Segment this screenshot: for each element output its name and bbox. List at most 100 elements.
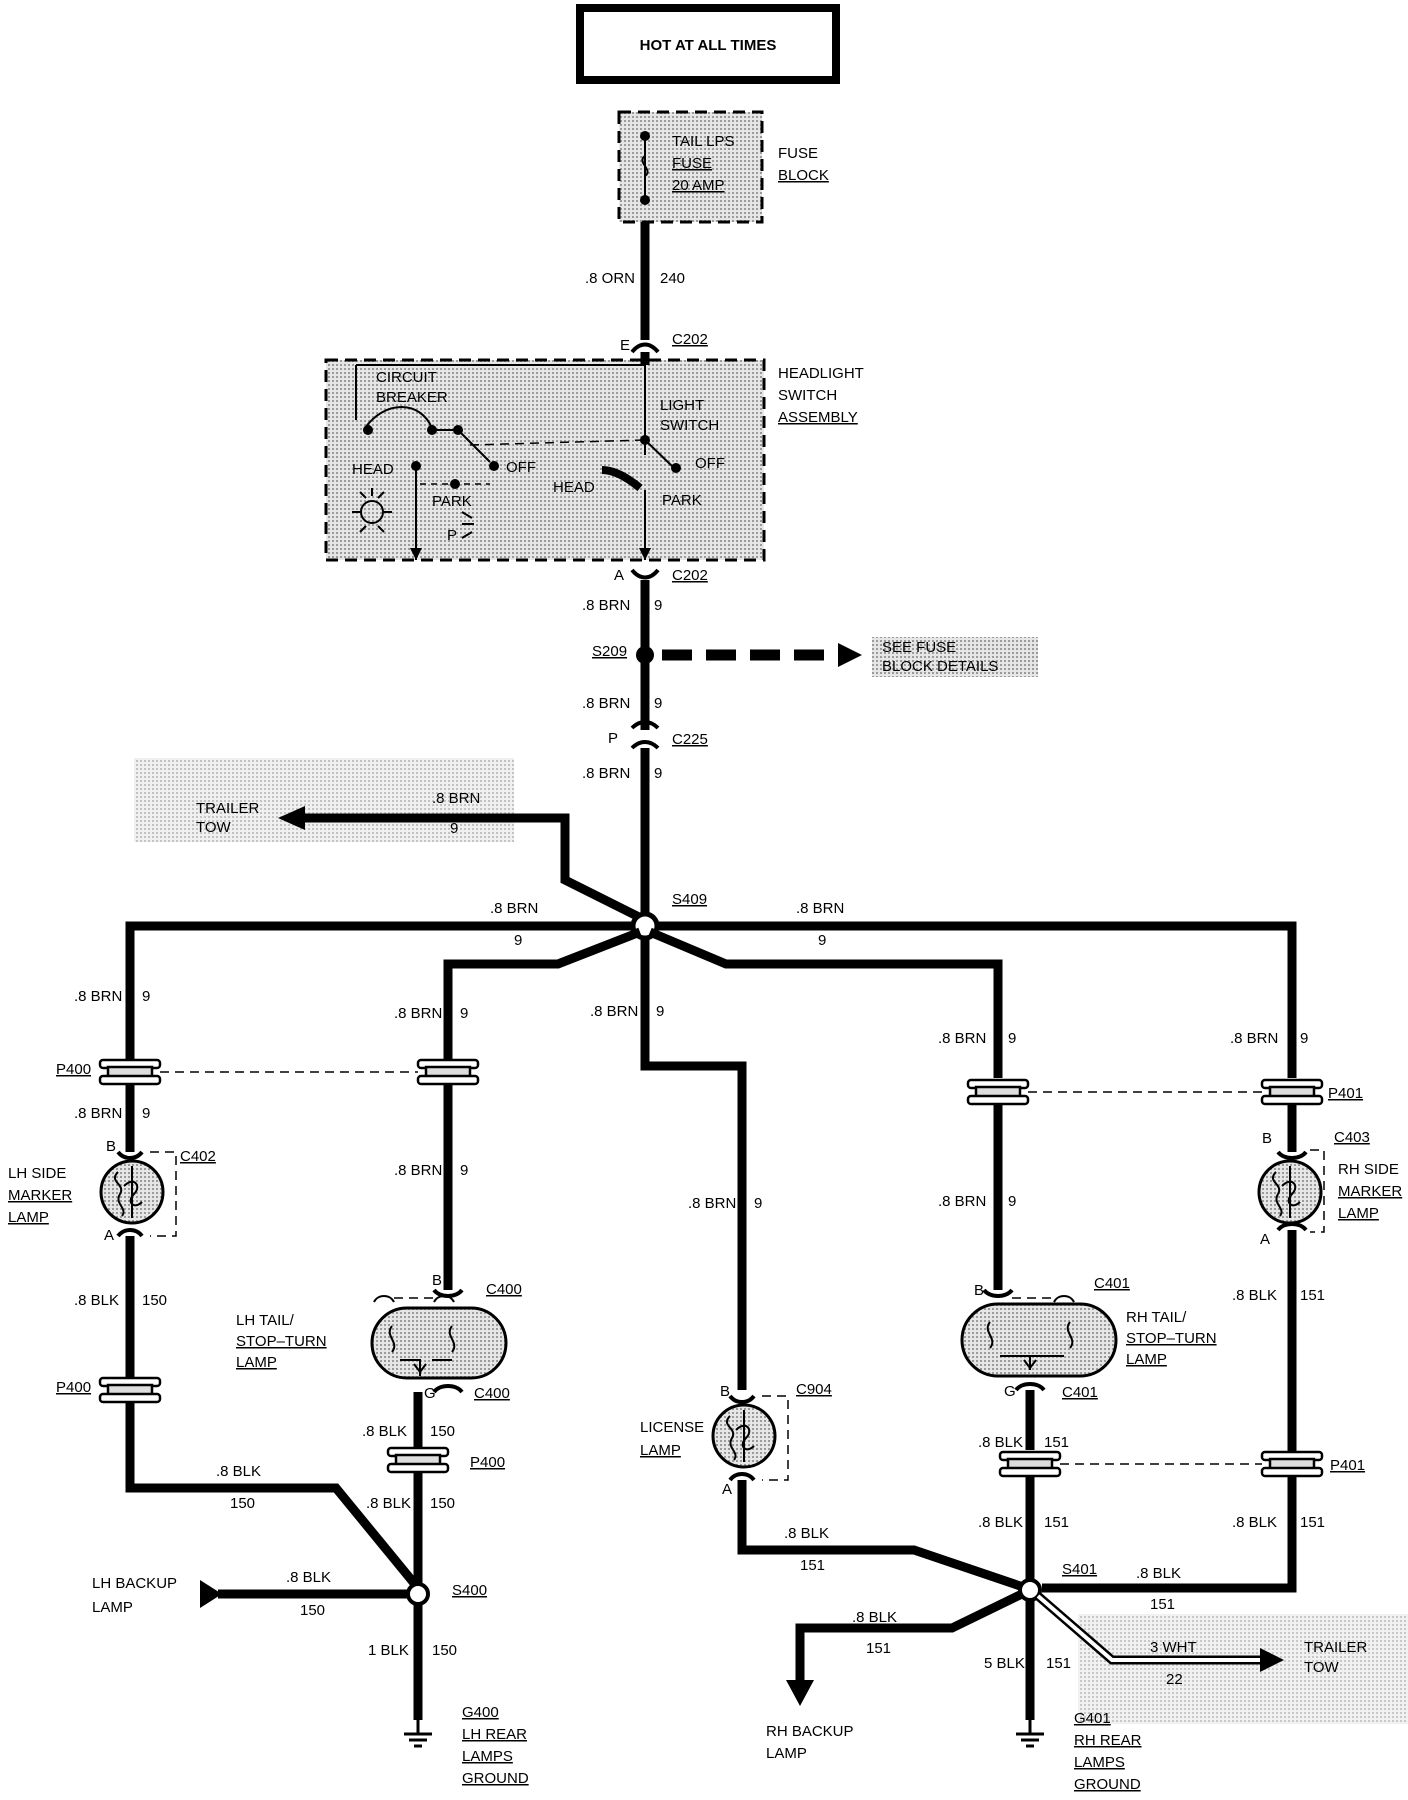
brn-rh-marker: .8 BRN — [1230, 1030, 1278, 1047]
c202-pin-a: A — [614, 567, 624, 584]
trailer-tow-left-2: TOW — [196, 819, 232, 836]
blk-license: .8 BLK — [784, 1525, 829, 1542]
rh-side-marker-lamp — [1257, 1159, 1323, 1225]
rh-side-pin-b: B — [1262, 1130, 1272, 1147]
s209-label: S209 — [592, 643, 627, 660]
rh-ground-label-3: GROUND — [1074, 1776, 1141, 1793]
wht-wire-gauge: 3 WHT — [1150, 1639, 1197, 1656]
c225-label: C225 — [672, 731, 708, 748]
p401-plug-rh-marker-lower — [1260, 1450, 1324, 1478]
blk-lh-tail-2: .8 BLK — [366, 1495, 411, 1512]
lh-side-label-2: MARKER — [8, 1187, 72, 1204]
p400-label-lower-right: P400 — [470, 1454, 505, 1471]
lh-backup-label-2: LAMP — [92, 1599, 133, 1616]
brn-rh-tail-2: .8 BRN — [938, 1193, 986, 1210]
blk-license-circuit: 151 — [800, 1557, 825, 1574]
c402-label: C402 — [180, 1148, 216, 1165]
rh-tail-lamp — [960, 1302, 1118, 1378]
brn-rh-tail-circuit: 9 — [1008, 1030, 1016, 1047]
blk-lh-join: .8 BLK — [216, 1463, 261, 1480]
brn-label-2: .8 BRN — [582, 695, 630, 712]
brn-label-1: .8 BRN — [582, 597, 630, 614]
trailer-tow-right-1: TRAILER — [1304, 1639, 1368, 1656]
switch-off-left: OFF — [506, 459, 536, 476]
license-lamp — [711, 1403, 777, 1469]
brn-license-2: .8 BRN — [688, 1195, 736, 1212]
rh-side-label-1: RH SIDE — [1338, 1161, 1399, 1178]
blk-lh-tail-2-circuit: 150 — [430, 1495, 455, 1512]
blk-rh-marker-circuit: 151 — [1300, 1287, 1325, 1304]
brn-label-1-circuit: 9 — [654, 597, 662, 614]
fuse-label-1: TAIL LPS — [672, 133, 735, 150]
brn-label-2-circuit: 9 — [654, 695, 662, 712]
brn-license-2-circuit: 9 — [754, 1195, 762, 1212]
fuse-label-3: 20 AMP — [672, 177, 725, 194]
rh-side-label-3: LAMP — [1338, 1205, 1379, 1222]
p400-plug-lh-tail-lower — [386, 1446, 450, 1474]
lh-tail-lamp — [370, 1306, 508, 1380]
title-text: HOT AT ALL TIMES — [640, 37, 777, 54]
p401-label-lower: P401 — [1330, 1457, 1365, 1474]
license-pin-a: A — [722, 1481, 732, 1498]
brn-rh-tail-2-circuit: 9 — [1008, 1193, 1016, 1210]
blk-rh-join-circuit: 151 — [1150, 1596, 1175, 1613]
fuse-block-label-2: BLOCK — [778, 167, 829, 184]
blk-rh-join: .8 BLK — [1136, 1565, 1181, 1582]
blk-lh-marker-circuit: 150 — [142, 1292, 167, 1309]
switch-head-left: HEAD — [352, 461, 394, 478]
p401-plug-rh-marker — [1260, 1078, 1324, 1106]
rh-tail-label-1: RH TAIL/ — [1126, 1309, 1187, 1326]
rh-backup-label-2: LAMP — [766, 1745, 807, 1762]
c401-label-bottom: C401 — [1062, 1384, 1098, 1401]
p400-plug-lh-marker-lower — [98, 1376, 162, 1404]
switch-assembly-label-1: HEADLIGHT — [778, 365, 864, 382]
g401-label: G401 — [1074, 1710, 1111, 1727]
blk-rh-marker-2: .8 BLK — [1232, 1514, 1277, 1531]
brn-lh-marker: .8 BRN — [74, 988, 122, 1005]
rh-tail-label-2: STOP–TURN — [1126, 1330, 1217, 1347]
switch-off-right: OFF — [695, 455, 725, 472]
blk-lh-backup-circuit: 150 — [300, 1602, 325, 1619]
blk-rh-tail-circuit: 151 — [1044, 1434, 1069, 1451]
p401-label-upper: P401 — [1328, 1085, 1363, 1102]
c401-label-top: C401 — [1094, 1275, 1130, 1292]
brn-lh-tail: .8 BRN — [394, 1005, 442, 1022]
lh-ground-label-2: LAMPS — [462, 1748, 513, 1765]
wht-wire-circuit: 22 — [1166, 1671, 1183, 1688]
c202-pin-e: E — [620, 337, 630, 354]
rh-side-pin-a: A — [1260, 1231, 1270, 1248]
circuit-breaker-label-1: CIRCUIT — [376, 369, 437, 386]
lh-ground-circuit: 150 — [432, 1642, 457, 1659]
c202-bottom-label: C202 — [672, 567, 708, 584]
trailer-tow-right-2: TOW — [1304, 1659, 1340, 1676]
lh-tail-label-1: LH TAIL/ — [236, 1312, 295, 1329]
c225-pin: P — [608, 730, 618, 747]
lh-side-label-3: LAMP — [8, 1209, 49, 1226]
brn-bus-right-circuit: 9 — [818, 932, 826, 949]
brn-lh-tail-2-circuit: 9 — [460, 1162, 468, 1179]
fuse-block-label-1: FUSE — [778, 145, 818, 162]
title-box — [576, 4, 840, 84]
rh-backup-label-1: RH BACKUP — [766, 1723, 854, 1740]
c202-top-label: C202 — [672, 331, 708, 348]
trailer-wire-gauge: .8 BRN — [432, 790, 480, 807]
lh-backup-label-1: LH BACKUP — [92, 1575, 177, 1592]
switch-park-right: PARK — [662, 492, 702, 509]
brn-lh-marker-2-circuit: 9 — [142, 1105, 150, 1122]
brn-lh-tail-2: .8 BRN — [394, 1162, 442, 1179]
see-fuse-label-1: SEE FUSE — [882, 639, 956, 656]
blk-lh-marker: .8 BLK — [74, 1292, 119, 1309]
lh-tail-label-2: STOP–TURN — [236, 1333, 327, 1350]
trailer-wire-circuit: 9 — [450, 820, 458, 837]
c403-label: C403 — [1334, 1129, 1370, 1146]
lh-side-label-1: LH SIDE — [8, 1165, 66, 1182]
wire-orn-circuit: 240 — [660, 270, 685, 287]
rh-tail-pin-b: B — [974, 1282, 984, 1299]
lh-tail-label-3: LAMP — [236, 1354, 277, 1371]
light-switch-label-1: LIGHT — [660, 397, 704, 414]
rh-ground-circuit: 151 — [1046, 1655, 1071, 1672]
see-fuse-label-2: BLOCK DETAILS — [882, 658, 998, 675]
blk-lh-tail: .8 BLK — [362, 1423, 407, 1440]
rh-ground-label-1: RH REAR — [1074, 1732, 1142, 1749]
